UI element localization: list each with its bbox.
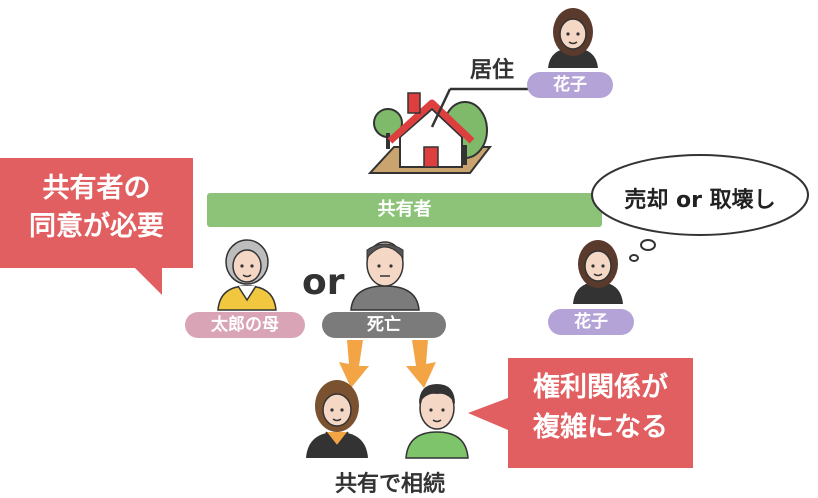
- house-icon: [367, 87, 530, 174]
- residence-label: 居住: [470, 58, 515, 83]
- callout-right: 権利関係が 複雑になる: [508, 368, 693, 448]
- arrow-down-left-icon: [339, 340, 369, 388]
- speech-bubble-shape: [591, 154, 809, 262]
- callout-right-line1: 権利関係が: [533, 372, 668, 403]
- young-man-icon: [405, 384, 469, 459]
- elderly-man-icon: [350, 241, 420, 311]
- badge-deceased: 死亡: [322, 312, 446, 338]
- badge-hanako-right: 花子: [548, 309, 634, 335]
- callout-right-shape: [468, 358, 693, 468]
- arrow-down-right-icon: [406, 340, 436, 388]
- woman-right-icon: [573, 240, 623, 304]
- speech-bubble-text: 売却 or 取壊し: [624, 188, 776, 213]
- callout-left-line1: 共有者の: [42, 173, 151, 204]
- or-label: or: [302, 262, 345, 303]
- callout-left-line2: 同意が必要: [29, 211, 164, 242]
- badge-taro-mother: 太郎の母: [185, 312, 305, 338]
- badge-hanako-top: 花子: [527, 72, 613, 98]
- young-woman-icon: [306, 380, 368, 458]
- callout-left: 共有者の 同意が必要: [0, 170, 193, 246]
- woman-top-icon: [548, 8, 598, 68]
- callout-left-shape: [0, 158, 193, 295]
- co-owner-bar: [207, 193, 602, 227]
- inherit-jointly-label: 共有で相続: [334, 472, 445, 497]
- callout-right-line2: 複雑になる: [533, 412, 668, 443]
- co-owner-bar-label: 共有者: [377, 199, 432, 220]
- elderly-woman-icon: [217, 239, 277, 311]
